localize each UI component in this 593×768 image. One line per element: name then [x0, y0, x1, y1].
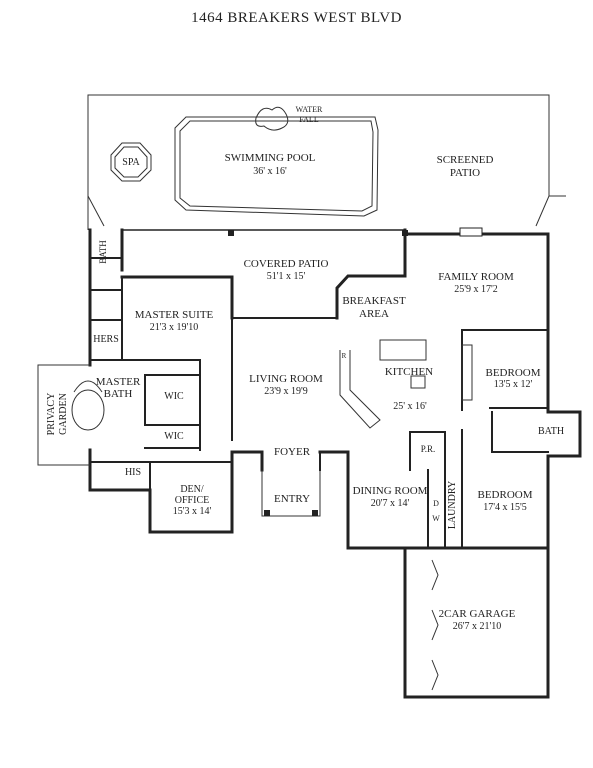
den-dims: 15'3 x 14'	[173, 506, 212, 517]
living-room-dims: 23'9 x 19'9	[264, 386, 308, 397]
master-bath-label-2: BATH	[104, 388, 133, 400]
pool-dims: 36' x 16'	[253, 166, 287, 177]
exterior-walls	[88, 228, 582, 699]
laundry-label: LAUNDRY	[447, 481, 458, 529]
family-room-label: FAMILY ROOM	[438, 271, 514, 283]
bedroom-2-dims: 17'4 x 15'5	[483, 502, 527, 513]
wic-1-label: WIC	[164, 391, 184, 402]
bath-right-label: BATH	[538, 426, 564, 437]
bath-top-label: BATH	[98, 240, 108, 264]
garage-dims: 26'7 x 21'10	[453, 621, 502, 632]
svg-text:WATER: WATER	[296, 105, 323, 114]
living-room-label: LIVING ROOM	[249, 373, 323, 385]
refrigerator-label: R	[342, 352, 347, 360]
washer-label: W	[432, 514, 440, 523]
svg-text:FALL: FALL	[299, 115, 319, 124]
kitchen-counters	[339, 339, 473, 429]
dining-room-label: DINING ROOM	[353, 485, 428, 497]
bedroom-2-label: BEDROOM	[477, 489, 532, 501]
master-suite-dims: 21'3 x 19'10	[150, 322, 199, 333]
hers-label: HERS	[93, 334, 119, 345]
entry-label: ENTRY	[274, 493, 310, 505]
swimming-pool	[174, 106, 379, 217]
foyer-label: FOYER	[274, 446, 311, 458]
plan-title: 1464 BREAKERS WEST BLVD	[191, 10, 402, 26]
breakfast-label-2: AREA	[359, 308, 389, 320]
den-label-1: DEN/	[180, 484, 204, 495]
covered-patio-dims: 51'1 x 15'	[267, 271, 306, 282]
privacy-garden	[37, 364, 105, 466]
kitchen-dims: 25' x 16'	[393, 401, 427, 412]
privacy-label: PRIVACY	[46, 393, 57, 436]
garage-label: 2CAR GARAGE	[439, 608, 516, 620]
pool-label: SWIMMING POOL	[225, 152, 316, 164]
garage-doors	[431, 559, 439, 691]
breakfast-label-1: BREAKFAST	[342, 295, 406, 307]
bedroom-1-label: BEDROOM	[485, 367, 540, 379]
den-label-2: OFFICE	[175, 495, 209, 506]
wic-2-label: WIC	[164, 431, 184, 442]
screened-label-1: SCREENED	[437, 154, 494, 166]
master-suite-label: MASTER SUITE	[135, 309, 214, 321]
spa-label: SPA	[122, 157, 140, 168]
spa	[110, 142, 152, 182]
garden-label: GARDEN	[58, 393, 69, 435]
water-fall-label: WATER FALL	[296, 105, 323, 124]
dryer-label: D	[433, 499, 439, 508]
family-room-dims: 25'9 x 17'2	[454, 284, 498, 295]
interior-walls	[89, 257, 549, 549]
his-label: HIS	[125, 467, 141, 478]
dining-room-dims: 20'7 x 14'	[371, 498, 410, 509]
screened-label-2: PATIO	[450, 167, 480, 179]
screened-patio-enclosure	[87, 94, 566, 230]
pr-label: P.R.	[421, 444, 436, 454]
bedroom-1-dims: 13'5 x 12'	[494, 379, 533, 390]
covered-patio-label: COVERED PATIO	[244, 258, 329, 270]
kitchen-label: KITCHEN	[385, 366, 433, 378]
master-bath-label-1: MASTER	[96, 376, 141, 388]
